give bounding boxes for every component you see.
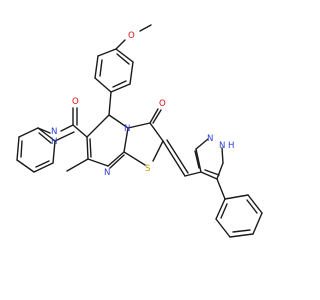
atom-amide-hydrogen: H bbox=[51, 137, 57, 147]
atom-methoxy-oxygen: O bbox=[128, 31, 135, 41]
tolyl-ring bbox=[16, 127, 56, 173]
bond-aryl-c5 bbox=[108, 91, 112, 116]
bond-methyl-o bbox=[139, 24, 152, 32]
atom-bridge-nitrogen: N bbox=[124, 124, 130, 134]
bond-exocyclic bbox=[162, 140, 186, 177]
atom-pyrazole-nitrogen: N bbox=[207, 134, 213, 144]
bond-ring-carbonyl-double bbox=[152, 109, 162, 124]
atom-amide-nitrogen: N bbox=[51, 127, 57, 137]
atom-label-layer: O O O N H N N S N N H bbox=[51, 31, 234, 178]
bond-exocyclic-double bbox=[166, 139, 189, 174]
bond-layer bbox=[16, 24, 263, 238]
atom-ring-carbonyl-oxygen: O bbox=[159, 99, 166, 109]
bond-vinyl-pyrazole bbox=[184, 171, 202, 177]
bond-ring-methyl bbox=[66, 158, 89, 172]
bond-amide-cn bbox=[60, 124, 74, 132]
thiazole-ring bbox=[123, 122, 164, 166]
bond-ring-carbonyl-c bbox=[72, 124, 88, 138]
bond-tolyl-methyl bbox=[54, 131, 75, 142]
bond-o-aryl bbox=[115, 39, 126, 50]
methoxyphenyl-ring bbox=[94, 48, 134, 93]
bond-ring-carbonyl bbox=[149, 108, 159, 124]
atom-pyrazole-nh-hydrogen: H bbox=[228, 141, 234, 151]
pyrazole-ring bbox=[194, 138, 224, 180]
phenyl-ring bbox=[215, 194, 263, 238]
atom-pyrazole-nh-nitrogen: N bbox=[219, 141, 225, 151]
atom-sulfur: S bbox=[145, 164, 150, 174]
pyrimidine-ring bbox=[86, 114, 129, 169]
bond-pyrazole-phenyl bbox=[216, 178, 226, 200]
molecule-structure-diagram: O O O N H N N S N N H bbox=[16, 24, 263, 238]
atom-pyrimidine-nitrogen: N bbox=[104, 168, 110, 178]
atom-amide-oxygen: O bbox=[72, 97, 79, 107]
